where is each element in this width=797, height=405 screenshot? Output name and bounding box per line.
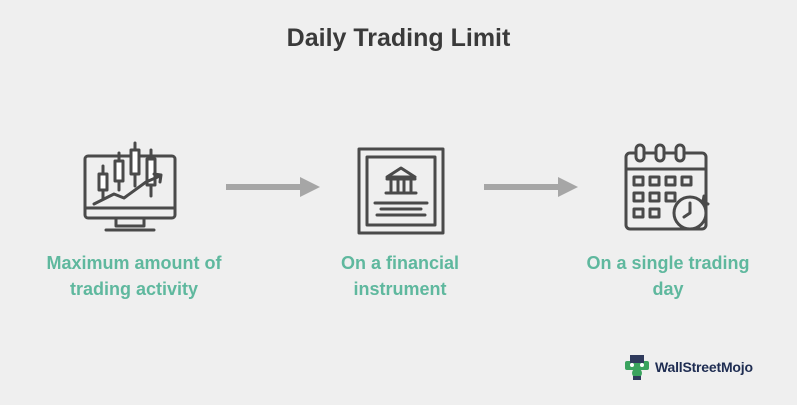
step-caption: On a single trading day (558, 250, 778, 302)
step-caption: On a financial instrument (300, 250, 500, 302)
step-caption-line: instrument (353, 279, 447, 299)
arrow-right-icon (226, 177, 320, 197)
arrow-right-icon (484, 177, 578, 197)
diagram-title: Daily Trading Limit (286, 24, 511, 52)
wallstreetmojo-logo: WallStreetMojo (624, 353, 753, 381)
step-caption: Maximum amount of trading activity (22, 250, 246, 302)
logo-text: WallStreetMojo (655, 359, 753, 375)
step-caption-line: day (652, 279, 684, 299)
calendar-clock-icon (624, 143, 710, 231)
trading-monitor-icon (83, 141, 177, 232)
step-caption-line: On a financial (340, 253, 460, 273)
wallstreetmojo-logo-icon (625, 355, 649, 380)
bank-certificate-icon (357, 147, 445, 235)
step-caption-line: On a single trading (586, 253, 750, 273)
step-caption-line: trading activity (69, 279, 199, 299)
step-caption-line: Maximum amount of (46, 253, 222, 273)
